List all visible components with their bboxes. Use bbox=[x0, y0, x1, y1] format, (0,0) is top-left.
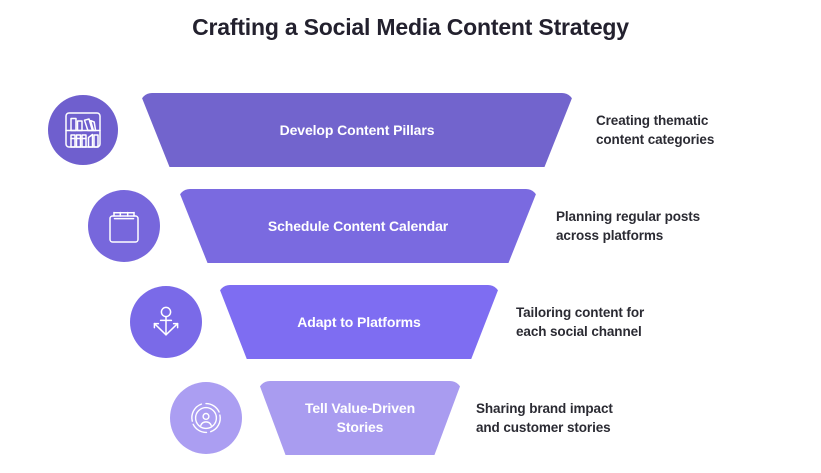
funnel-step-1: Develop Content Pillars Creating themati… bbox=[0, 82, 821, 178]
funnel-step-2: Schedule Content Calendar Planning regul… bbox=[0, 178, 821, 274]
funnel-label-4: Tell Value-Driven Stories bbox=[304, 400, 416, 435]
page-title: Crafting a Social Media Content Strategy bbox=[192, 14, 629, 40]
funnel-bar-1[interactable]: Develop Content Pillars bbox=[140, 93, 574, 167]
anchor-icon-badge bbox=[130, 286, 202, 358]
funnel-bar-2[interactable]: Schedule Content Calendar bbox=[178, 189, 538, 263]
bookshelf-icon-badge bbox=[48, 95, 118, 165]
funnel-description-4: Sharing brand impact and customer storie… bbox=[476, 401, 613, 435]
funnel-label-3: Adapt to Platforms bbox=[297, 313, 421, 330]
funnel-description-1: Creating thematic content categories bbox=[596, 113, 715, 147]
calendar-icon-badge bbox=[88, 190, 160, 262]
funnel-step-4: Tell Value-Driven Stories Sharing brand … bbox=[0, 370, 821, 466]
funnel-bar-3[interactable]: Adapt to Platforms bbox=[218, 285, 500, 359]
anchor-icon bbox=[145, 301, 187, 343]
funnel-label-2: Schedule Content Calendar bbox=[267, 217, 449, 234]
bookshelf-icon bbox=[62, 109, 104, 151]
funnel-step-3: Adapt to Platforms Tailoring content for… bbox=[0, 274, 821, 370]
funnel-description-2: Planning regular posts across platforms bbox=[556, 209, 701, 243]
funnel-bar-4[interactable]: Tell Value-Driven Stories bbox=[258, 381, 462, 455]
audience-target-icon-badge bbox=[170, 382, 242, 454]
audience-target-icon bbox=[185, 397, 227, 439]
funnel-description-3: Tailoring content for each social channe… bbox=[516, 305, 645, 339]
funnel-label-1: Develop Content Pillars bbox=[279, 121, 435, 138]
calendar-icon bbox=[103, 205, 145, 247]
